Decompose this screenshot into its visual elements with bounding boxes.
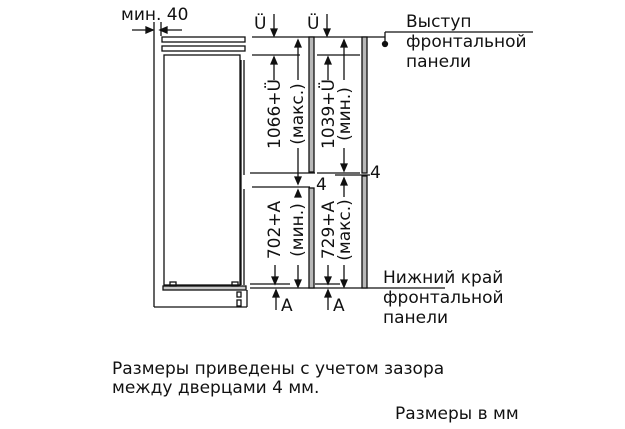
min-clearance-label: мин. 40	[121, 5, 189, 25]
callout-top-line1: Выступ	[406, 12, 472, 32]
dim-upper-right-value: 1039+Ü	[317, 79, 339, 149]
dim-upper-right-qualifier: (мин.)	[335, 87, 355, 141]
callout-panel-overhang: Выступ фронтальной панели	[406, 12, 527, 72]
gap-label-right: 4	[370, 163, 381, 183]
niche-outline	[153, 36, 248, 308]
callout-top-line2: фронтальной	[406, 32, 527, 52]
gap-label-left: 4	[316, 175, 327, 195]
gap-note-line1: Размеры приведены с учетом зазора	[112, 359, 445, 379]
dimension-labels: 1066+Ü (макс.) 1039+Ü (мин.) 702+A (мин.…	[263, 79, 355, 261]
callout-bottom-line3: панели	[383, 308, 449, 328]
callout-bottom-line1: Нижний край	[383, 268, 504, 288]
dim-lower-left-qualifier: (мин.)	[288, 203, 308, 257]
callout-panel-bottom-edge: Нижний край фронтальной панели	[383, 268, 504, 328]
door-panels	[308, 36, 368, 289]
gap-note-line2: между дверцами 4 мм.	[112, 378, 320, 398]
overhang-symbol-right: Ü	[307, 14, 320, 34]
dim-upper-left-qualifier: (макс.)	[288, 83, 308, 145]
bottom-symbol-left: A	[281, 296, 293, 316]
dim-upper-left-value: 1066+Ü	[263, 79, 285, 149]
bottom-symbol-right: A	[333, 296, 345, 316]
dim-lower-left-value: 702+A	[265, 200, 285, 259]
callout-top-line3: панели	[406, 52, 472, 72]
min-clearance-arrows	[132, 22, 182, 36]
overhang-symbol-left: Ü	[254, 14, 267, 34]
dim-lower-right-qualifier: (макс.)	[335, 199, 355, 261]
appliance-body	[161, 36, 247, 307]
callout-bottom-line2: фронтальной	[383, 288, 504, 308]
units-note: Размеры в мм	[395, 404, 519, 424]
dim-lower-right-value: 729+A	[319, 200, 339, 259]
